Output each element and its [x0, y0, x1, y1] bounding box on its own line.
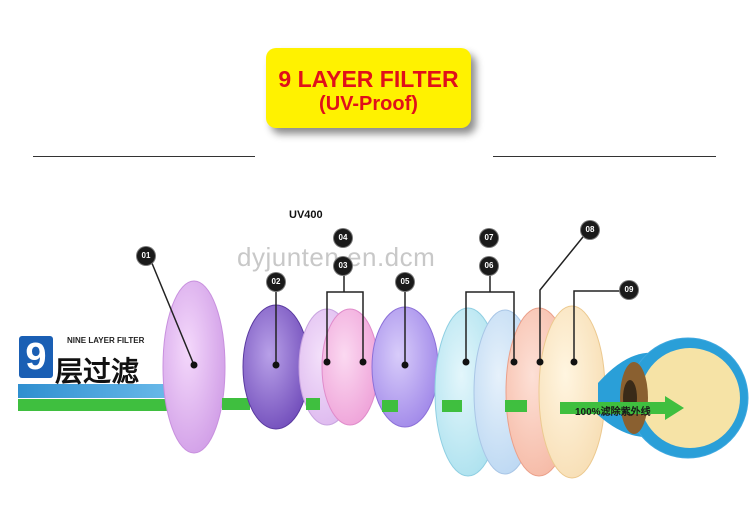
- nine-layer-caption: NINE LAYER FILTER: [67, 336, 145, 345]
- beam-segment: [222, 398, 250, 410]
- uv-beam-blue: [18, 384, 198, 398]
- layer-number-06: 06: [480, 257, 498, 275]
- leader-line-01: [148, 255, 195, 366]
- nine-badge-icon: 9: [19, 336, 53, 378]
- leader-dot: [190, 361, 198, 369]
- leader-dot: [462, 358, 470, 366]
- leader-dot: [536, 358, 544, 366]
- right-rule: [493, 156, 716, 157]
- leader-dot: [272, 361, 280, 369]
- leader-line-08: [539, 231, 588, 362]
- left-rule: [33, 156, 255, 157]
- layer-number-02: 02: [267, 273, 285, 291]
- uv-beam-green: [18, 399, 198, 411]
- beam-arrow: [560, 396, 684, 420]
- beam-segment: [442, 400, 462, 412]
- lens-09: [538, 305, 606, 479]
- title-box: 9 LAYER FILTER (UV-Proof): [266, 48, 471, 128]
- title-main: 9 LAYER FILTER: [278, 66, 459, 92]
- beam-segment: [306, 398, 320, 410]
- layer-number-03: 03: [334, 257, 352, 275]
- chinese-layer-title: 层过滤: [55, 356, 140, 387]
- leader-line-09: [573, 290, 624, 362]
- eye-illustration: [598, 337, 749, 459]
- leader-dot: [510, 358, 518, 366]
- beam-segment: [382, 400, 398, 412]
- title-subtitle: (UV-Proof): [319, 93, 418, 115]
- leader-dot: [401, 361, 409, 369]
- leader-bracket-03-04: [326, 291, 364, 362]
- layer-number-08: 08: [581, 221, 599, 239]
- beam-segment: [505, 400, 527, 412]
- leader-dot: [570, 358, 578, 366]
- layer-number-04: 04: [334, 229, 352, 247]
- uv400-label: UV400: [289, 209, 323, 221]
- uv-block-text: 100%滤除紫外线: [575, 407, 651, 418]
- layer-number-09: 09: [620, 281, 638, 299]
- lens-04: [321, 308, 379, 426]
- layer-number-05: 05: [396, 273, 414, 291]
- layer-number-01: 01: [137, 247, 155, 265]
- leader-dot: [359, 358, 367, 366]
- layer-number-07: 07: [480, 229, 498, 247]
- leader-dot: [323, 358, 331, 366]
